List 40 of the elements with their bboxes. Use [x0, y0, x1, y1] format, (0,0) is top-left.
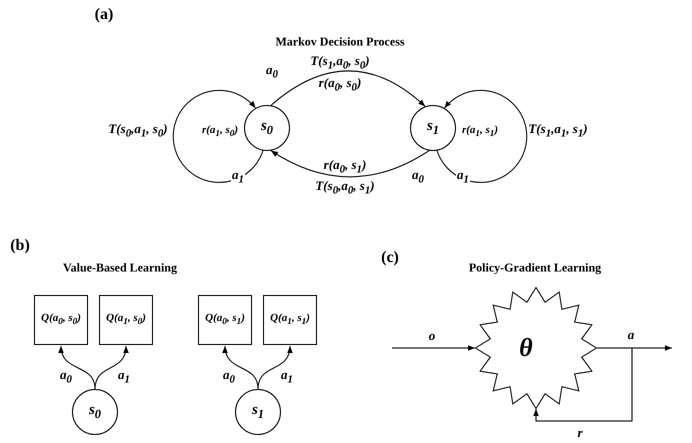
node-label: Q(a$_{1}$, s$_{0}$)	[106, 313, 146, 327]
node-label: θ⃗	[519, 335, 553, 361]
panel-label: (a)	[94, 6, 114, 24]
formula-label: T(s$_{0}$,a$_{1}$, s$_{0}$)	[108, 122, 168, 140]
panel-label: (c)	[381, 249, 399, 267]
node-label: s$_{1}$	[426, 119, 440, 137]
arrow	[533, 348, 632, 422]
value-box	[34, 295, 88, 345]
state-circle	[410, 105, 456, 151]
panel-label: (b)	[10, 237, 30, 255]
node-label: Q(a$_{0}$, s$_{1}$)	[205, 313, 245, 327]
arrow	[172, 90, 264, 183]
node-label: Q(a$_{0}$, s$_{0}$)	[41, 313, 81, 327]
arrow	[94, 346, 128, 390]
arrow	[392, 345, 476, 351]
formula-label: r(a$_{1}$, s$_{1}$)	[462, 124, 498, 138]
node-label: s$_{0}$	[260, 119, 274, 137]
node-label: Q(a$_{1}$, s$_{1}$)	[270, 313, 310, 327]
formula-label: r(a$_{0}$, s$_{0}$)	[318, 76, 362, 94]
formula-label: T(s$_{1}$,a$_{0}$, s$_{0}$)	[310, 54, 370, 72]
state-circle	[72, 389, 118, 435]
formula-label: T(s$_{1}$,a$_{1}$, s$_{1}$)	[528, 122, 588, 140]
arrow	[270, 150, 430, 178]
node-label: s$_{0}$	[88, 403, 102, 421]
panel-title: Value-Based Learning	[63, 261, 177, 275]
value-box	[198, 295, 252, 345]
value-box	[263, 295, 317, 345]
formula-label: r(a$_{0}$, s$_{1}$)	[324, 158, 366, 176]
state-circle	[244, 105, 290, 151]
value-box	[99, 295, 153, 345]
arrow	[596, 345, 672, 351]
arrow	[436, 90, 528, 183]
arrow	[258, 346, 292, 390]
arrow	[270, 70, 426, 107]
panel-title: Markov Decision Process	[275, 35, 405, 49]
formula-label: T(s$_{0}$,a$_{0}$, s$_{1}$)	[315, 178, 375, 198]
panel-title: Policy-Gradient Learning	[468, 261, 602, 275]
state-circle	[235, 389, 281, 435]
node-label: s$_{1}$	[252, 403, 264, 421]
formula-label: r(a$_{1}$, s$_{0}$)	[202, 124, 238, 138]
